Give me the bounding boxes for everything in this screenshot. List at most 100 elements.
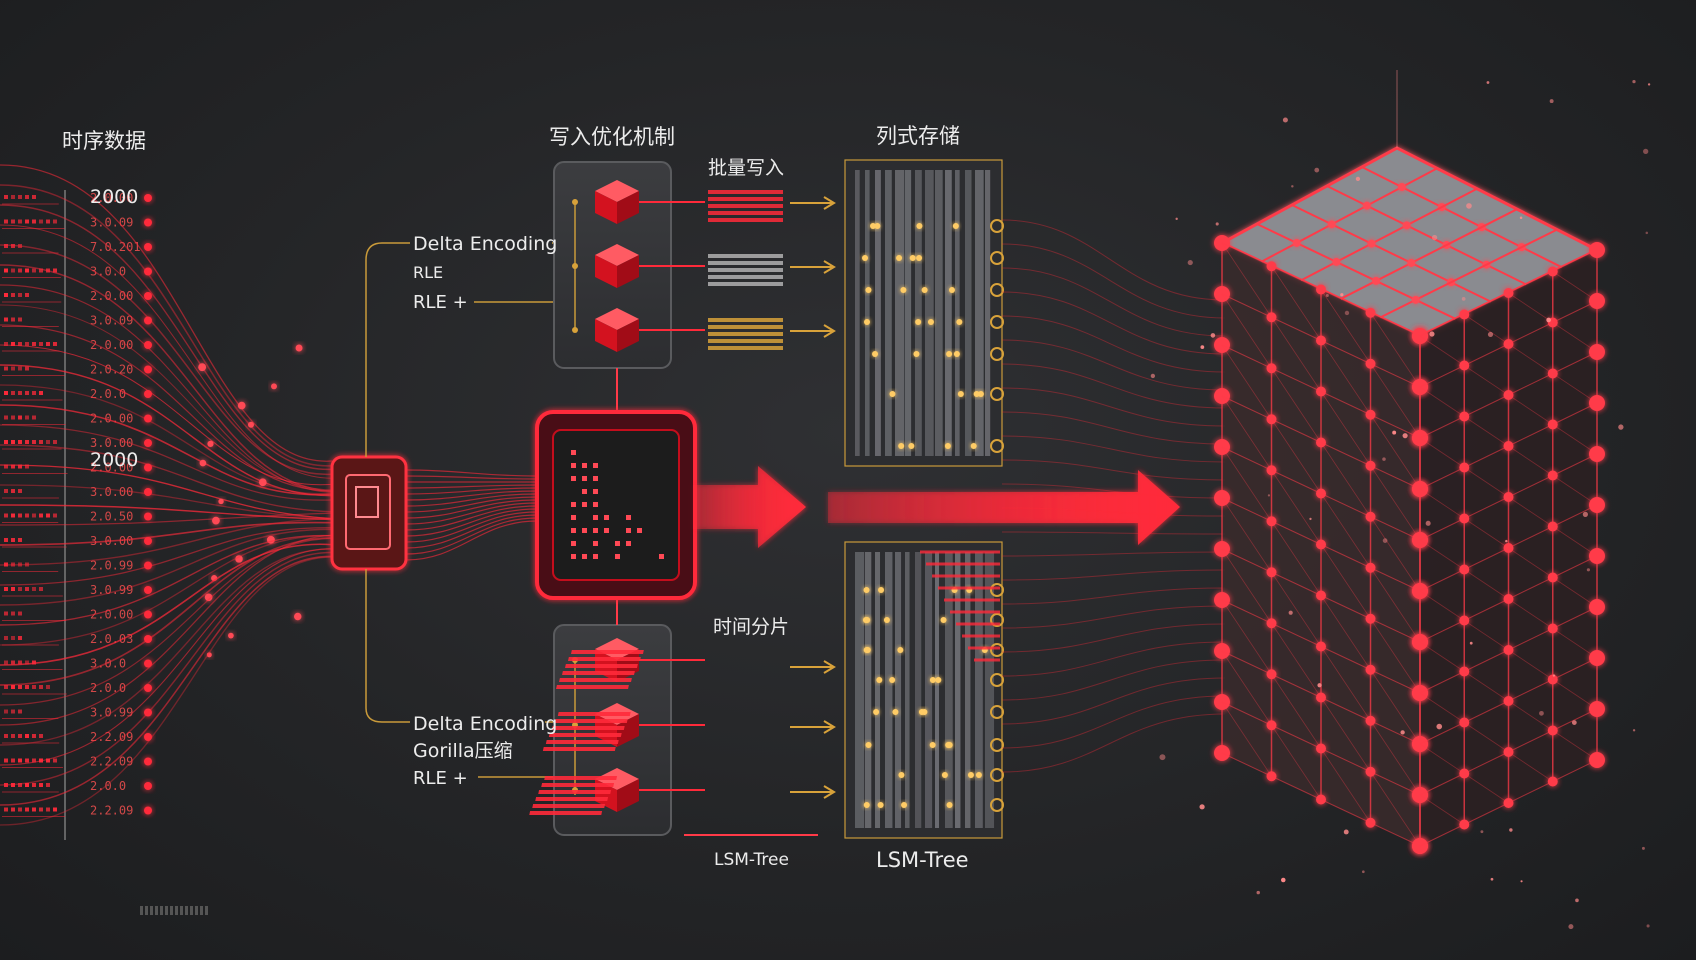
series-dot [4, 783, 8, 787]
series-dot [25, 562, 29, 567]
shard-stripe [545, 740, 619, 744]
series-node [144, 316, 152, 325]
column-node [883, 617, 890, 623]
footer-glyph [195, 906, 198, 915]
series-node [144, 218, 152, 227]
series-dot [32, 342, 36, 346]
column-node [898, 443, 905, 449]
batch-stripe [708, 282, 783, 286]
series-dot [53, 807, 57, 812]
footer-glyph [205, 906, 208, 915]
series-dot [4, 268, 8, 273]
column-node [915, 319, 922, 325]
series-dot [11, 660, 15, 665]
column-node [913, 351, 920, 357]
series-dot [25, 415, 29, 420]
processor-pixel [582, 463, 587, 468]
series-dot [11, 244, 15, 248]
series-dot [4, 660, 8, 665]
series-value: 2.0.00 [90, 608, 133, 622]
footer-glyph [145, 906, 148, 915]
series-dot [4, 391, 8, 395]
processor-pixel [571, 541, 576, 546]
series-dot [4, 538, 8, 542]
series-node [144, 733, 152, 741]
column-node [865, 742, 872, 748]
column-node [870, 223, 877, 229]
column-node [921, 287, 928, 293]
series-dot [11, 489, 15, 493]
column-node [956, 319, 963, 325]
series-dot [32, 758, 36, 763]
series-node [144, 586, 152, 594]
processor-pixel [582, 489, 587, 494]
series-dot [4, 758, 8, 763]
column-node [898, 772, 905, 778]
series-value: 2.2.09 [90, 804, 133, 818]
tower-node [1589, 548, 1605, 564]
processor-pixel [626, 528, 631, 533]
batch-stripe [708, 211, 783, 215]
series-node [144, 414, 152, 423]
column-node [916, 255, 923, 261]
processor-pixel [582, 554, 587, 559]
column-node [946, 351, 953, 357]
series-dot [39, 268, 43, 273]
processor-pixel [571, 502, 576, 507]
series-dot [18, 342, 22, 346]
series-dot [11, 464, 15, 469]
columnar-storage-top [844, 159, 1004, 467]
series-dot [11, 783, 15, 787]
lsm-tree-right: LSM-Tree [876, 848, 969, 872]
series-dot [18, 709, 22, 714]
tower-node [1589, 395, 1605, 411]
footer-glyph [170, 906, 173, 915]
processor-pixel [593, 541, 598, 546]
series-node [144, 537, 152, 545]
series-node [144, 684, 152, 692]
series-dot [46, 342, 50, 346]
shard-stripe [568, 657, 641, 661]
column-node [892, 709, 899, 715]
column-node [970, 443, 977, 449]
series-dot [18, 391, 22, 395]
shard-stripe [559, 678, 632, 682]
series-dot [4, 709, 8, 714]
series-dot [25, 366, 29, 371]
series-dot [11, 562, 15, 567]
lsm-tree-left: LSM-Tree [714, 850, 789, 870]
footer-glyph [140, 906, 143, 915]
footer-glyph [190, 906, 193, 915]
series-dot [18, 219, 22, 224]
batch-stripe [708, 339, 783, 343]
series-dot [39, 513, 43, 518]
series-node [144, 439, 152, 447]
series-dot [18, 415, 22, 420]
series-dot [18, 513, 22, 518]
series-dot [39, 807, 43, 812]
series-dot [4, 464, 8, 469]
series-dot [18, 489, 22, 493]
series-dot [39, 391, 43, 395]
series-dot [18, 807, 22, 812]
column-node [929, 677, 936, 683]
column-node [940, 617, 947, 623]
processor-pixel [615, 541, 620, 546]
batch-stripe [708, 197, 783, 201]
footer-glyph [155, 906, 158, 915]
series-dot [18, 366, 22, 371]
batch-stripe [708, 325, 783, 329]
series-value: 3.0.99 [90, 583, 133, 597]
shard-stripe [529, 811, 603, 815]
series-dot [39, 219, 43, 224]
series-dot [53, 513, 57, 518]
time-shard-label: 时间分片 [713, 616, 789, 638]
series-value: 3.0.09 [90, 314, 133, 328]
shard-stripe [565, 664, 638, 668]
series-title: 时序数据 [62, 129, 146, 153]
column-node [957, 391, 964, 397]
processor-pixel [615, 554, 620, 559]
series-dot [25, 440, 29, 444]
column-node [929, 742, 936, 748]
column-node [908, 443, 915, 449]
